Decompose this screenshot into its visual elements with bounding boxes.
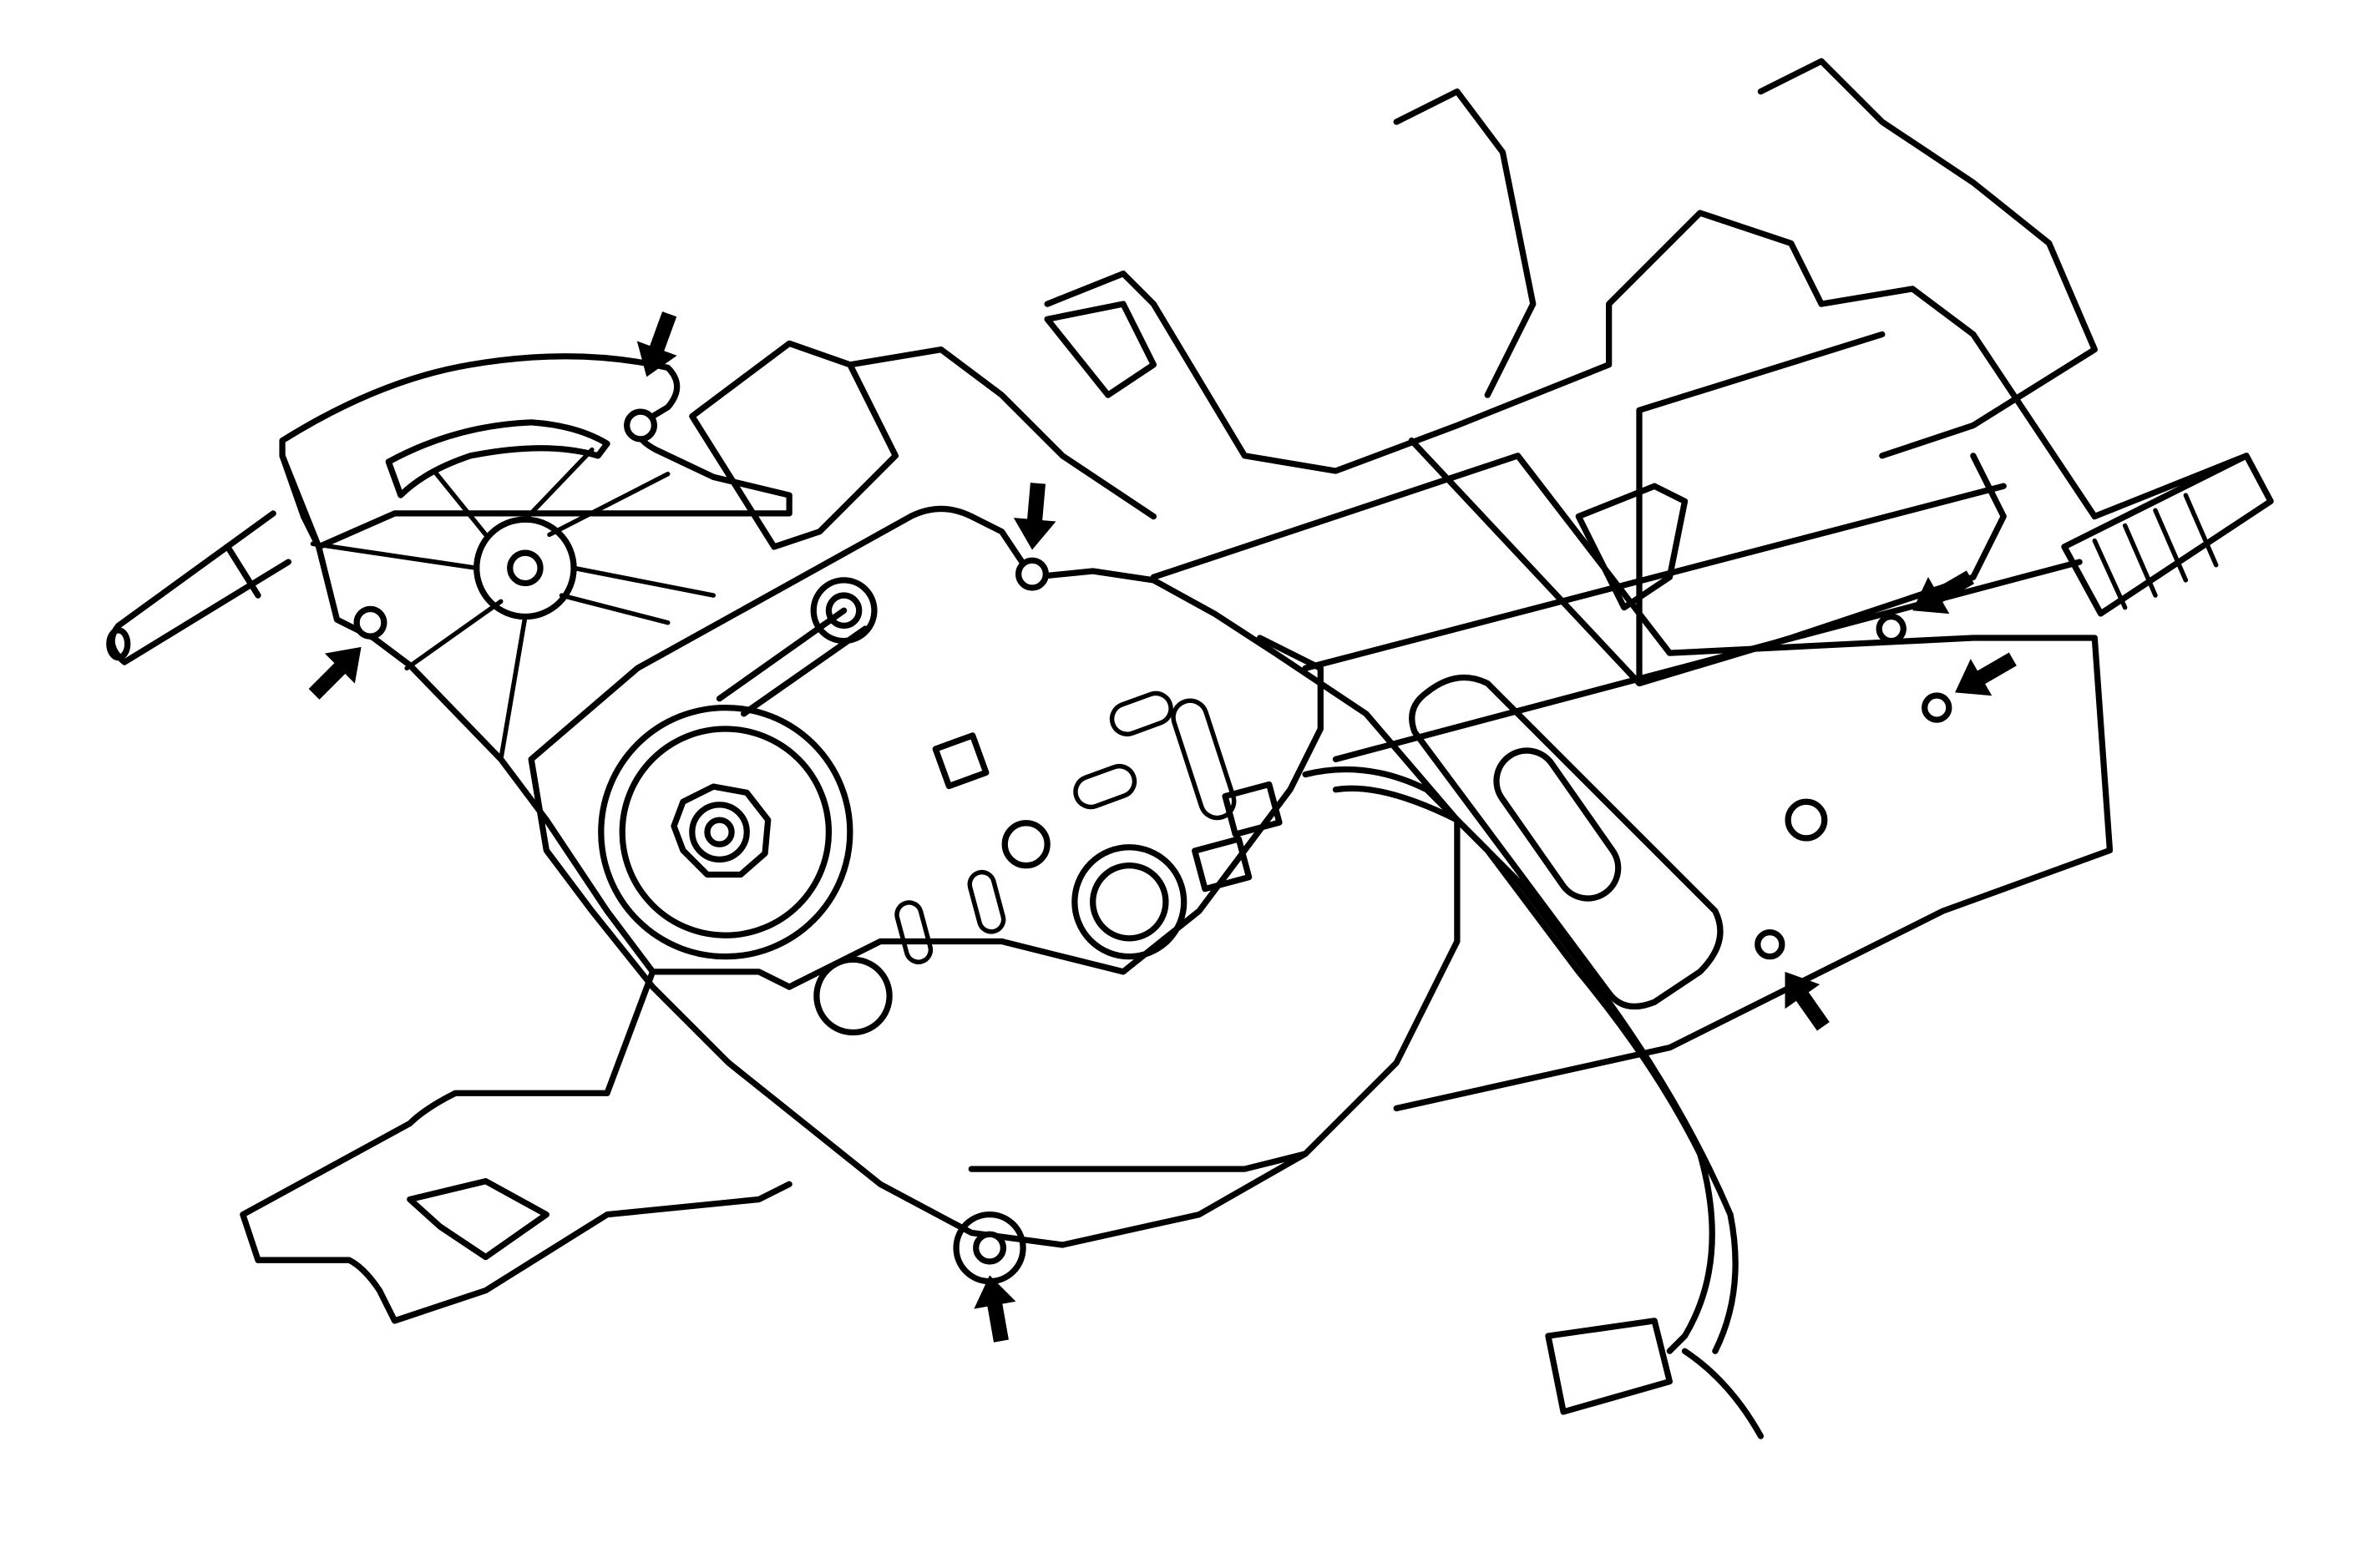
hole-left — [353, 605, 387, 640]
arrow-icon — [308, 646, 362, 700]
hole-right-upper-1 — [1876, 613, 1907, 645]
arrow-icon — [636, 311, 677, 377]
arrow-icon — [1785, 971, 1830, 1031]
lower-bracket — [240, 969, 792, 1324]
hole-top-left — [624, 408, 658, 443]
motor-connector — [689, 301, 1157, 550]
hole-right-lower — [1755, 928, 1785, 960]
arrow-icon — [1013, 483, 1056, 550]
left-cable — [106, 510, 291, 665]
gear-drive-frame — [528, 505, 1461, 1248]
hole-top-center — [1015, 557, 1049, 591]
callout-arrows — [308, 311, 2017, 1343]
arrow-icon — [1912, 570, 1974, 615]
arrow-icon — [1955, 652, 2017, 696]
upper-right-housing — [1044, 58, 2274, 1112]
wire-harness — [1302, 766, 1765, 1439]
hole-bottom-center — [973, 1231, 1007, 1265]
slider-track — [1409, 674, 1724, 1010]
fastener-holes — [353, 408, 1952, 1285]
hole-right-upper-2 — [1922, 692, 1952, 723]
arrow-icon — [974, 1275, 1016, 1343]
